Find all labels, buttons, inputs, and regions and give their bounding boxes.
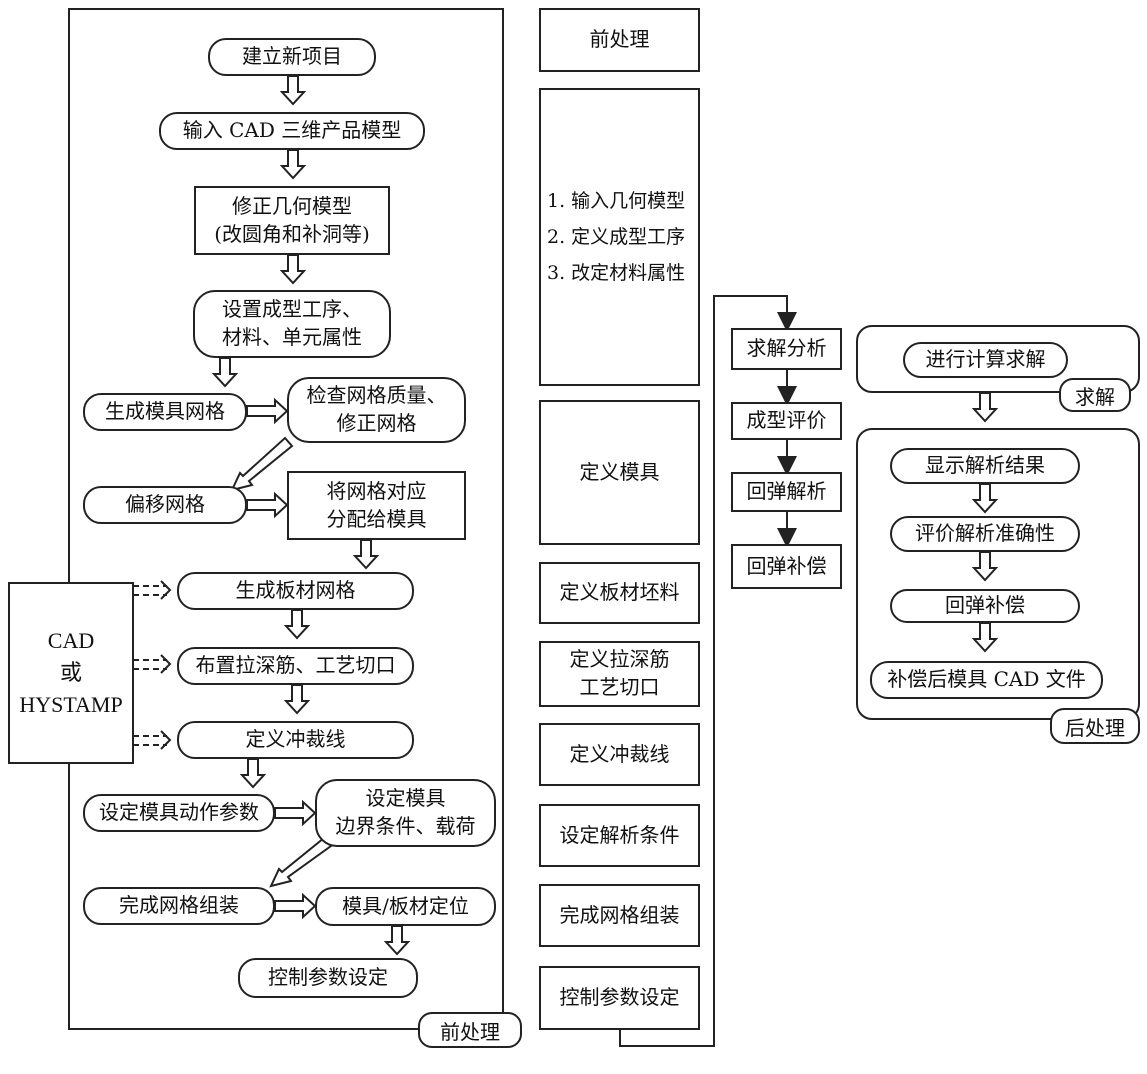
mid-item-3: 定义板材坯料 — [539, 562, 700, 624]
post-step-1: 显示解析结果 — [890, 448, 1080, 484]
solve-box: 进行计算求解 — [903, 342, 1068, 378]
postprocess-frame — [856, 428, 1140, 720]
step-import-cad: 输入 CAD 三维产品模型 — [159, 112, 425, 150]
step-offset-mesh: 偏移网格 — [83, 486, 247, 524]
step-die-motion: 设定模具动作参数 — [83, 794, 275, 832]
step-new-project: 建立新项目 — [208, 38, 376, 76]
analysis-item-1: 求解分析 — [731, 328, 842, 370]
analysis-item-2: 成型评价 — [731, 402, 842, 440]
postprocess-tag: 后处理 — [1050, 708, 1140, 744]
step-assembly: 完成网格组装 — [83, 887, 275, 925]
post-step-4: 补偿后模具 CAD 文件 — [870, 661, 1103, 699]
step-die-boundary: 设定模具 边界条件、载荷 — [315, 779, 496, 847]
step-check-mesh: 检查网格质量、 修正网格 — [287, 377, 466, 443]
mid-item-2: 定义模具 — [539, 400, 700, 545]
arrow-r1 — [973, 392, 997, 422]
step-set-process: 设置成型工序、 材料、单元属性 — [193, 290, 391, 358]
side-tool-cad-hystamp: CAD 或 HYSTAMP — [8, 582, 134, 764]
step-assign-mesh: 将网格对应 分配给模具 — [287, 471, 466, 540]
solve-frame — [856, 325, 1140, 393]
analysis-item-4: 回弹补偿 — [731, 544, 842, 589]
step-control-params: 控制参数设定 — [238, 958, 418, 998]
solve-tag: 求解 — [1059, 378, 1131, 412]
analysis-item-3: 回弹解析 — [731, 472, 842, 512]
mid-item-5: 定义冲裁线 — [539, 723, 700, 786]
post-step-3: 回弹补偿 — [890, 589, 1080, 623]
mid-item-7: 完成网格组装 — [539, 884, 700, 947]
step-fix-geometry: 修正几何模型 (改圆角和补洞等) — [194, 186, 390, 255]
step-trim-line: 定义冲裁线 — [177, 721, 414, 759]
step-drawbead: 布置拉深筋、工艺切口 — [177, 647, 414, 685]
step-gen-die-mesh: 生成模具网格 — [83, 393, 247, 431]
post-step-2: 评价解析准确性 — [890, 516, 1080, 552]
step-positioning: 模具/板材定位 — [315, 887, 496, 926]
mid-item-8: 控制参数设定 — [539, 966, 700, 1030]
preprocess-tag: 前处理 — [418, 1012, 522, 1048]
mid-item-4: 定义拉深筋 工艺切口 — [539, 641, 700, 707]
step-gen-blank-mesh: 生成板材网格 — [177, 572, 414, 610]
preprocess-frame — [68, 8, 504, 1030]
mid-header: 前处理 — [539, 8, 700, 72]
mid-item-6: 设定解析条件 — [539, 804, 700, 867]
mid-item-1: 1. 输入几何模型 2. 定义成型工序 3. 改定材料属性 — [539, 88, 700, 386]
